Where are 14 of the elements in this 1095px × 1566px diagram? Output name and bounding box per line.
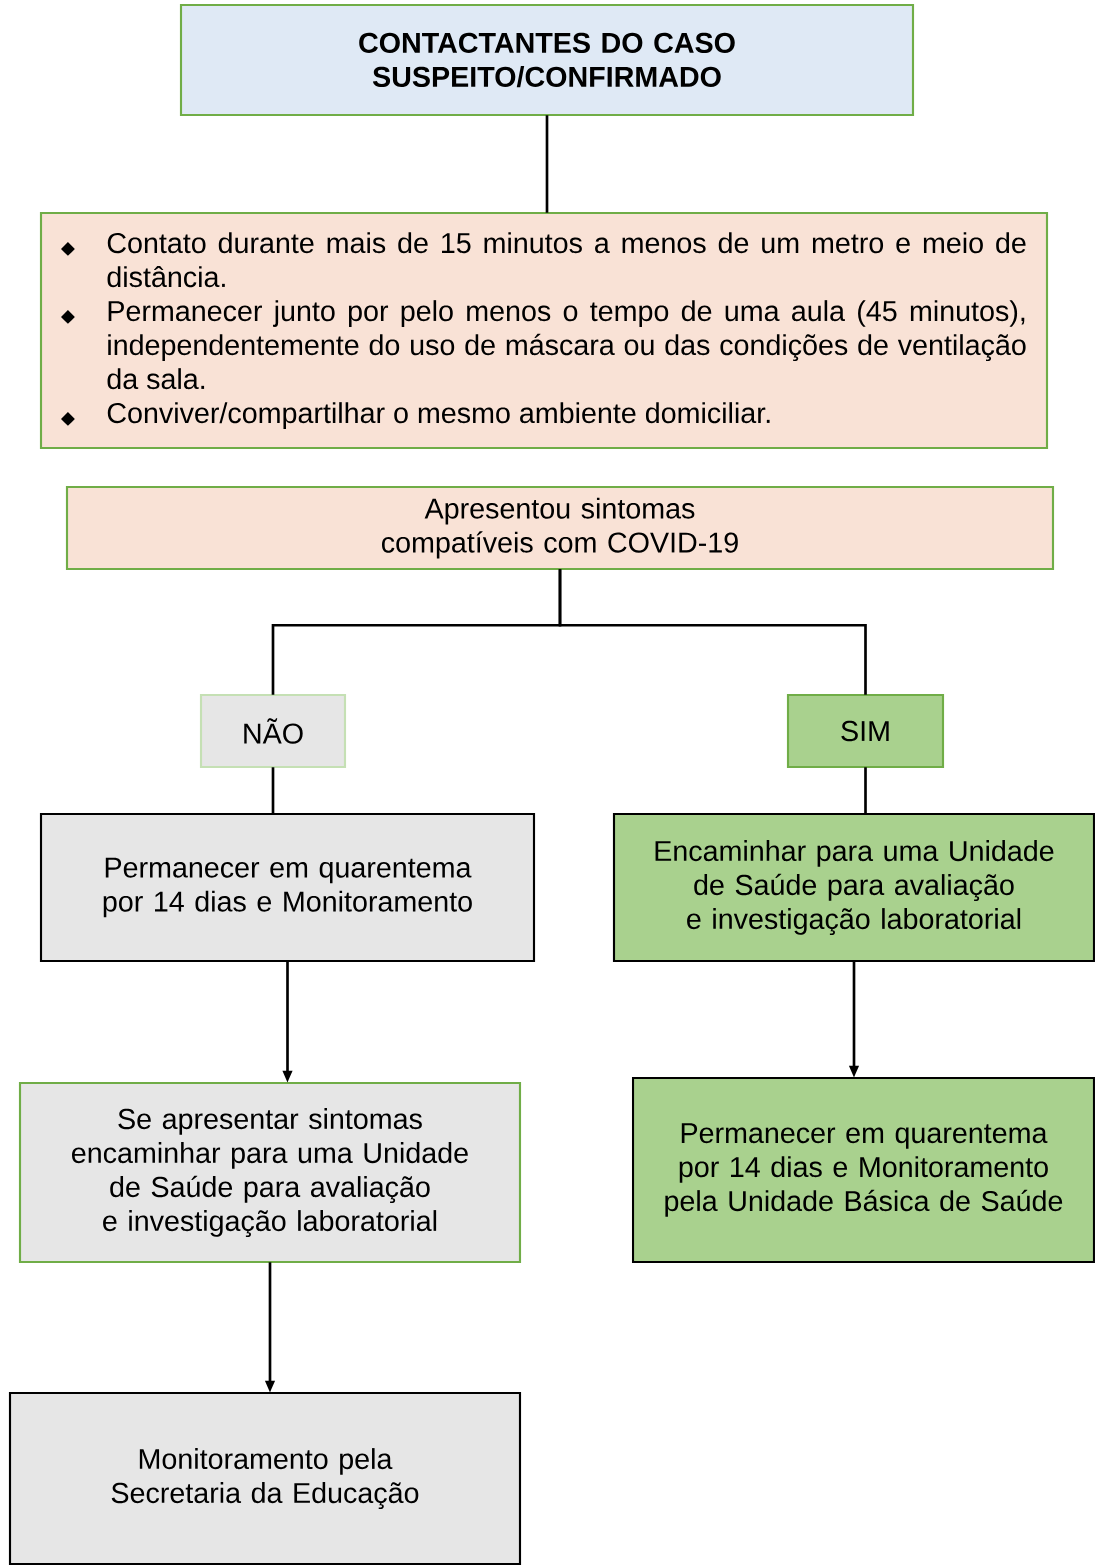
process-box: Permanecer em quarentema por 14 dias e Monitoramento [39, 812, 536, 963]
process-box: Monitoramento pela Secretaria da Educação [8, 1391, 522, 1566]
heading-box: CONTACTANTES DO CASO SUSPEITO/CONFIRMADO [179, 3, 915, 117]
answer-box: SIM [786, 693, 945, 769]
process-box: Se apresentar sintomas encaminhar para uma Unidade de Saúde para avaliação e investigação laboratorial [18, 1081, 522, 1264]
process-box: Permanecer em quarentema por 14 dias e Monitoramento pela Unidade Básica de Saúde [631, 1076, 1095, 1264]
connector [271, 767, 275, 814]
answer-box: NÃO [199, 693, 347, 769]
question-box: Apresentou sintomas compatíveis com COVID-19 [65, 485, 1055, 571]
process-box: Encaminhar para uma Unidade de Saúde para avaliação e investigação laboratorial [612, 812, 1095, 963]
connector [558, 569, 867, 695]
connector [545, 115, 549, 213]
criteria-box: Contato durante mais de 15 minutos a menos de um metro e meio de distância. Permanecer junto por pelo menos o tempo de uma aula (45 minutos), independentemente do uso de máscara ou das condições de ventilação da sala. Conviver/compartilhar o mesmo ambiente domiciliar. [39, 211, 1049, 450]
connector [864, 767, 867, 814]
